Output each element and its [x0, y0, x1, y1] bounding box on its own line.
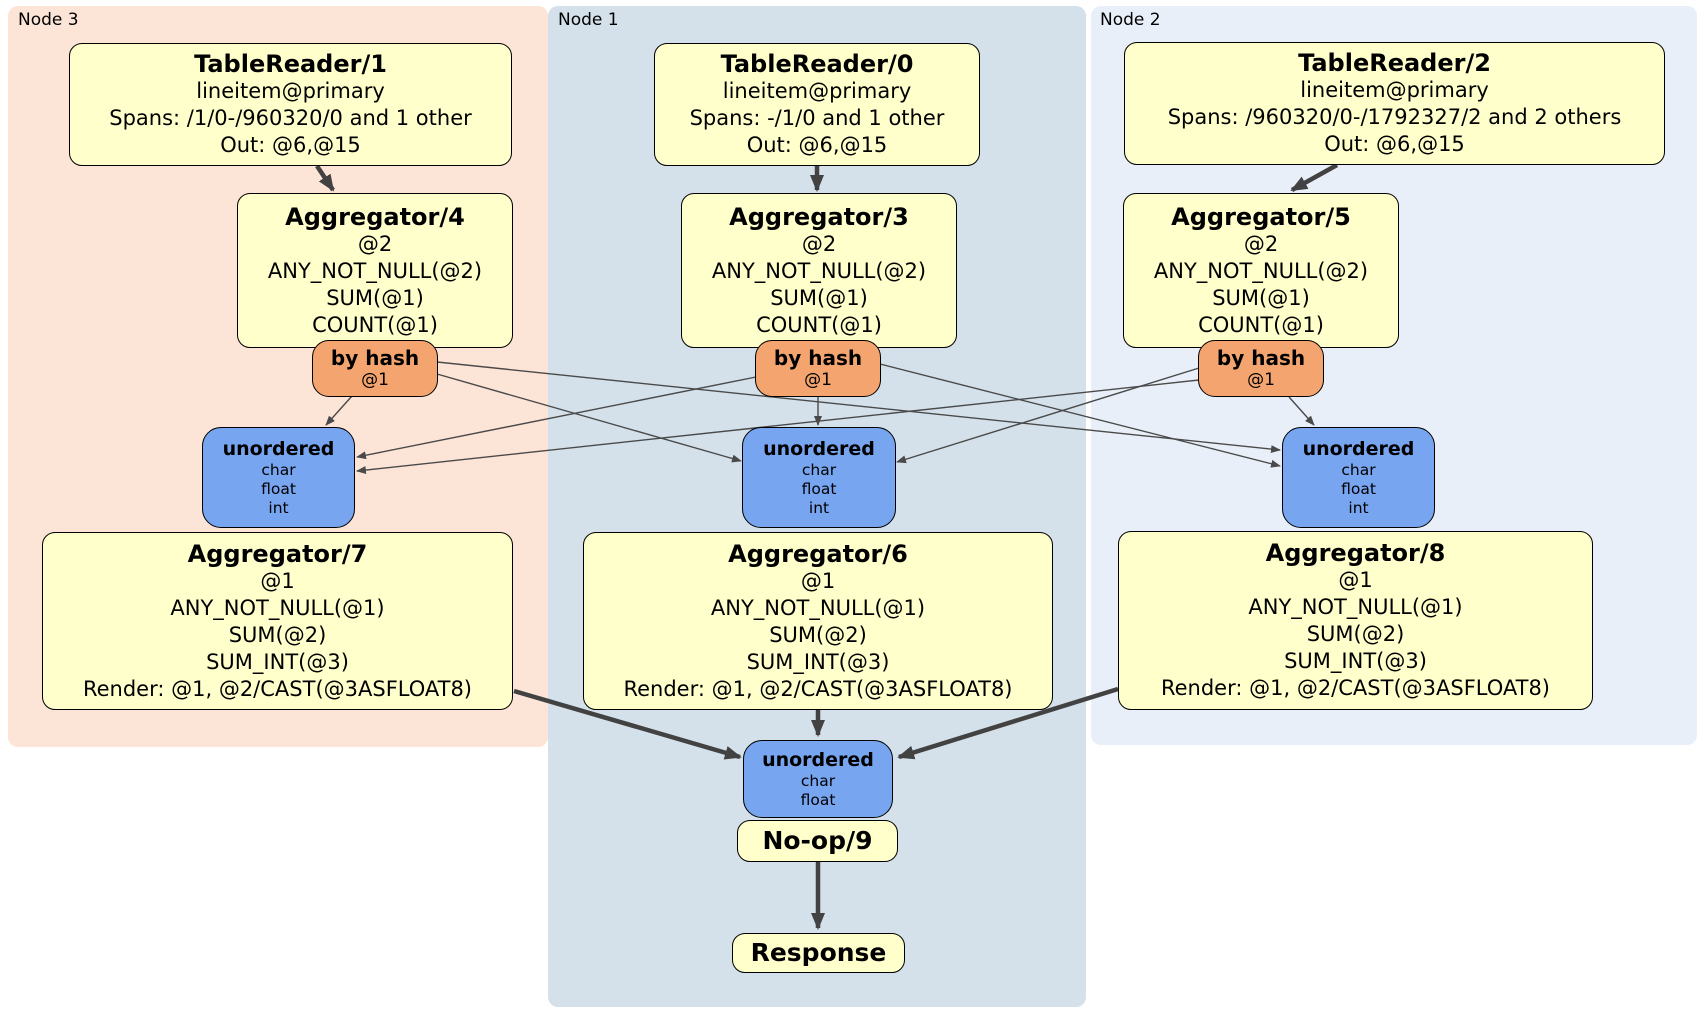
box-title: Aggregator/7: [187, 539, 368, 568]
sync-unordered-node3: unordered char float int: [202, 427, 355, 528]
box-title: Aggregator/8: [1265, 539, 1446, 567]
node-response: Response: [732, 933, 905, 973]
node-aggregator-6: Aggregator/6 @1 ANY_NOT_NULL(@1) SUM(@2)…: [583, 532, 1053, 710]
box-title: TableReader/0: [720, 50, 914, 78]
sync-unordered-node1: unordered char float int: [742, 427, 896, 528]
box-title: unordered: [762, 749, 874, 771]
router-by-hash-node2: by hash @1: [1198, 340, 1324, 397]
node-aggregator-8: Aggregator/8 @1 ANY_NOT_NULL(@1) SUM(@2)…: [1118, 531, 1593, 710]
region-label-node1: Node 1: [558, 10, 619, 30]
node-tablereader-2: TableReader/2 lineitem@primary Spans: /9…: [1124, 42, 1665, 165]
box-title: Aggregator/6: [728, 539, 908, 568]
box-title: TableReader/2: [1298, 49, 1491, 77]
box-title: Response: [750, 938, 887, 967]
node-tablereader-1: TableReader/1 lineitem@primary Spans: /1…: [69, 43, 512, 166]
box-title: TableReader/1: [194, 50, 387, 78]
router-by-hash-node3: by hash @1: [312, 340, 438, 397]
box-title: Aggregator/3: [729, 202, 909, 231]
region-label-node2: Node 2: [1100, 10, 1161, 30]
sync-unordered-node2: unordered char float int: [1282, 427, 1435, 528]
sync-unordered-final: unordered char float: [743, 740, 893, 818]
router-by-hash-node1: by hash @1: [755, 340, 881, 397]
node-aggregator-4: Aggregator/4 @2 ANY_NOT_NULL(@2) SUM(@1)…: [237, 193, 513, 348]
node-tablereader-0: TableReader/0 lineitem@primary Spans: -/…: [654, 43, 980, 166]
box-title: by hash: [1216, 346, 1306, 370]
box-title: by hash: [773, 346, 863, 370]
box-title: unordered: [763, 438, 875, 460]
box-title: unordered: [222, 438, 335, 460]
node-noop-9: No-op/9: [737, 820, 898, 862]
node-aggregator-5: Aggregator/5 @2 ANY_NOT_NULL(@2) SUM(@1)…: [1123, 193, 1399, 348]
node-aggregator-7: Aggregator/7 @1 ANY_NOT_NULL(@1) SUM(@2)…: [42, 532, 513, 710]
box-title: Aggregator/5: [1171, 202, 1351, 231]
box-title: No-op/9: [762, 826, 873, 855]
box-title: by hash: [330, 346, 420, 370]
region-label-node3: Node 3: [18, 10, 79, 30]
box-title: unordered: [1302, 438, 1415, 460]
box-title: Aggregator/4: [285, 202, 465, 231]
node-aggregator-3: Aggregator/3 @2 ANY_NOT_NULL(@2) SUM(@1)…: [681, 193, 957, 348]
